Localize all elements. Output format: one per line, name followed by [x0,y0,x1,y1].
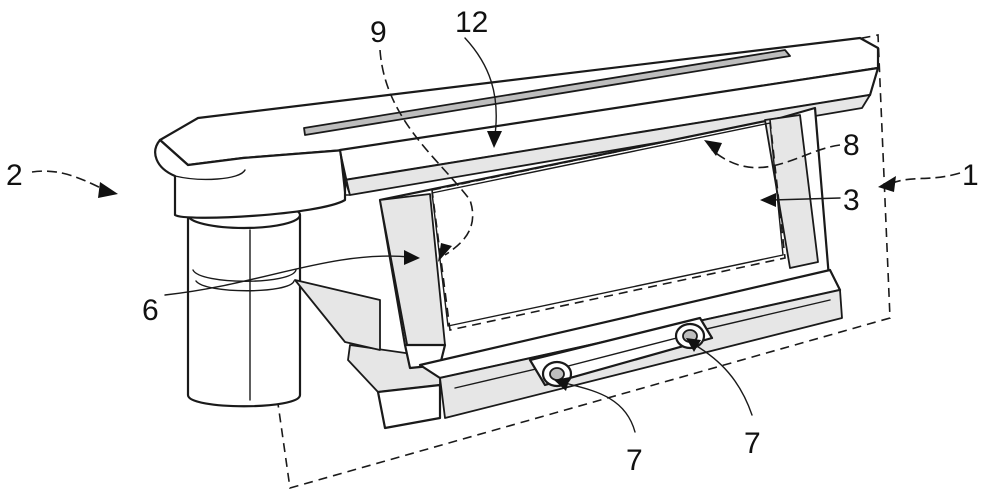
label-2: 2 [6,159,23,192]
label-3: 3 [843,184,860,217]
label-7-right: 7 [744,427,761,460]
label-12: 12 [455,6,488,39]
label-1: 1 [962,159,979,192]
label-8: 8 [843,129,860,162]
label-9: 9 [370,16,387,49]
label-6: 6 [142,294,159,327]
cylinder-post [188,202,300,406]
label-7-left: 7 [626,444,643,477]
